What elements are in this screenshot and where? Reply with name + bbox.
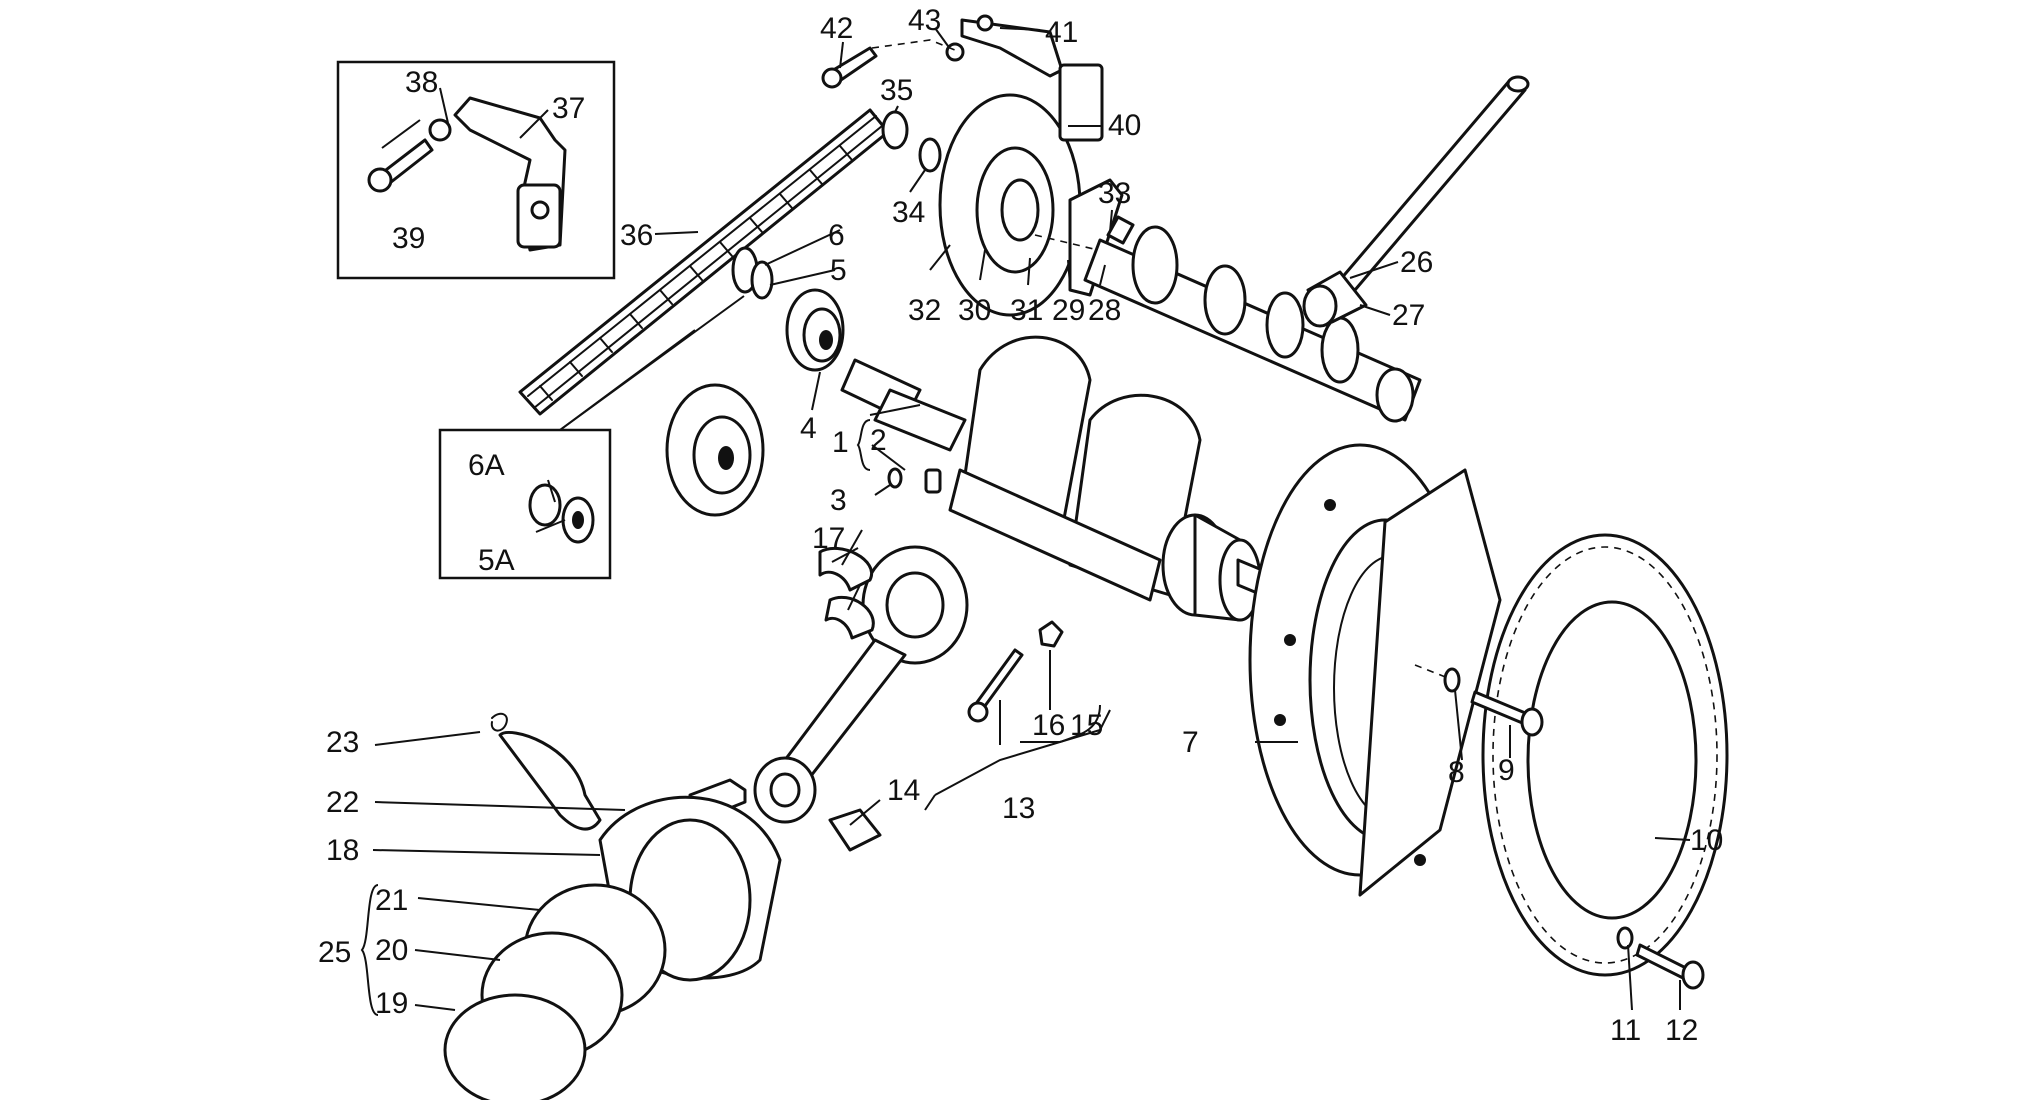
- callout-2: 2: [870, 424, 887, 457]
- callout-5: 5: [830, 254, 847, 287]
- cam-sprocket: [881, 93, 1124, 317]
- callout-42: 42: [820, 12, 853, 45]
- leader-lines: [372, 27, 1691, 1011]
- callout-6a: 6A: [468, 449, 505, 482]
- callout-25: 25: [318, 936, 351, 969]
- callout-30: 30: [958, 294, 991, 327]
- callout-4: 4: [800, 412, 817, 445]
- callout-9: 9: [1498, 754, 1515, 787]
- callout-19: 19: [375, 987, 408, 1020]
- callout-28: 28: [1088, 294, 1121, 327]
- callout-16: 16: [1032, 709, 1065, 742]
- callout-11: 11: [1610, 1014, 1641, 1047]
- connecting-rod: [753, 545, 1064, 852]
- inset-box-chain-tensioner: [336, 60, 616, 280]
- callout-13: 13: [1002, 792, 1035, 825]
- callout-31: 31: [1010, 294, 1043, 327]
- camshaft: [1034, 215, 1422, 423]
- callout-22: 22: [326, 786, 359, 819]
- callout-18: 18: [326, 834, 359, 867]
- callout-33: 33: [1098, 177, 1131, 210]
- callout-7: 7: [1182, 726, 1199, 759]
- callout-32: 32: [908, 294, 941, 327]
- callout-41: 41: [1045, 16, 1078, 49]
- callout-8: 8: [1448, 756, 1465, 789]
- flywheel-bolts: [1414, 664, 1705, 990]
- callout-40: 40: [1108, 109, 1141, 142]
- callout-14: 14: [887, 774, 920, 807]
- callout-23: 23: [326, 726, 359, 759]
- tensioner-bracket: [821, 14, 1104, 142]
- brace-1-2: [856, 419, 871, 471]
- callout-20: 20: [375, 934, 408, 967]
- callout-5a: 5A: [478, 544, 515, 577]
- callout-38: 38: [405, 66, 438, 99]
- small-sprocket-assembly: [731, 246, 845, 372]
- callout-15: 15: [1070, 709, 1103, 742]
- callout-29: 29: [1052, 294, 1085, 327]
- inset-sprocket-parts: [528, 383, 765, 544]
- pushrod-and-tappet: [1302, 75, 1530, 328]
- callout-37: 37: [552, 92, 585, 125]
- callout-43: 43: [908, 4, 941, 37]
- callout-36: 36: [620, 219, 653, 252]
- crankshaft: [840, 335, 1264, 622]
- ring-gear: [1481, 533, 1729, 977]
- brace-25: [360, 884, 379, 1016]
- callout-1: 1: [832, 426, 849, 459]
- callout-17: 17: [812, 522, 845, 555]
- callout-21: 21: [375, 884, 408, 917]
- inset-box-sprocket-set: [438, 428, 612, 580]
- flywheel: [1248, 443, 1502, 897]
- brace-15-16: [1020, 704, 1101, 743]
- callout-27: 27: [1392, 299, 1425, 332]
- callout-35: 35: [880, 74, 913, 107]
- callout-6: 6: [828, 219, 845, 252]
- callout-39: 39: [392, 222, 425, 255]
- callout-12: 12: [1665, 1014, 1698, 1047]
- chain-tensioner: [367, 96, 567, 252]
- callout-26: 26: [1400, 246, 1433, 279]
- piston-assembly: [443, 712, 782, 1100]
- callout-10: 10: [1690, 824, 1723, 857]
- callout-3: 3: [830, 484, 847, 517]
- callout-34: 34: [892, 196, 925, 229]
